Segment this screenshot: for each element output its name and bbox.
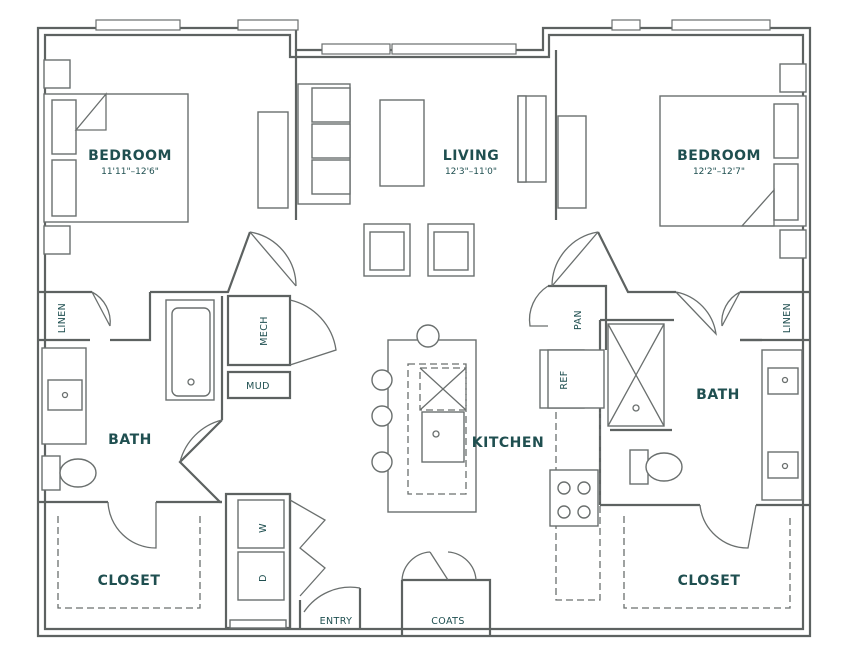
pan-label: PAN [573,310,584,330]
laundry-fixtures [229,499,287,629]
closet-right-label: CLOSET [678,573,741,589]
bedroom-left-furniture [43,59,289,255]
bedroom-left-dims: 11'11"–12'6" [101,167,159,177]
windows [95,19,771,55]
closets [57,516,791,609]
bedroom-right-label: BEDROOM [677,148,761,164]
living-furniture [297,83,547,277]
washer-label: W [258,523,269,533]
ref-label: REF [559,370,570,389]
bath-right-label: BATH [696,387,740,403]
living-dims: 12'3"–11'0" [445,167,497,177]
linen-left-label: LINEN [57,303,68,333]
coats-label: COATS [431,616,465,627]
bedroom-right-furniture [557,63,807,259]
entry-label: ENTRY [320,616,353,627]
mech-label: MECH [259,316,270,346]
mud-label: MUD [246,381,270,392]
closet-left-label: CLOSET [98,573,161,589]
bedroom-right-dims: 12'2"–12'7" [693,167,745,177]
kitchen-label: KITCHEN [472,435,544,451]
outer-walls [36,26,812,638]
doors [91,231,757,613]
bath-right-fixtures [607,323,803,501]
kitchen-fixtures [371,324,605,601]
dryer-label: D [258,574,269,582]
bath-left-fixtures [41,299,215,491]
bedroom-left-label: BEDROOM [88,148,172,164]
labels: BEDROOM 11'11"–12'6" LIVING 12'3"–11'0" … [57,148,793,627]
living-label: LIVING [443,148,499,164]
linen-right-label: LINEN [782,303,793,333]
bath-left-label: BATH [108,432,152,448]
